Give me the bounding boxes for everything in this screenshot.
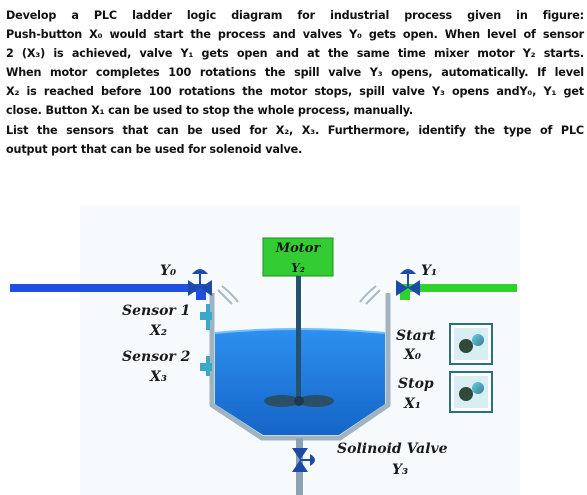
valve-y0-label: Y₀ (160, 263, 176, 279)
solenoid-valve-label: Solinoid Valve (337, 441, 448, 457)
inlet-pipe-right (410, 284, 517, 292)
question-line-5: X₂ is reached before 100 rotations the m… (6, 85, 584, 99)
start-label: Start (396, 328, 436, 344)
question-line-8: output port that can be used for solenoi… (6, 142, 303, 156)
question-text: Develop a PLC ladder logic diagram for i… (6, 6, 584, 159)
sensor-2-probe (200, 356, 212, 376)
mixer-blades (264, 395, 334, 407)
right-stream (365, 289, 381, 305)
question-line-1: Develop a PLC ladder logic diagram for i… (6, 9, 584, 22)
motor-var: Y₂ (291, 261, 305, 275)
stop-button-icon[interactable] (459, 382, 484, 401)
question-line-6: close. Button X₁ can be used to stop the… (6, 104, 413, 118)
left-stream (217, 289, 233, 305)
mixer-shaft (296, 276, 301, 400)
question-line-4: When motor completes 100 rotations the s… (6, 66, 584, 80)
stop-var: X₁ (403, 396, 421, 412)
valve-y0 (188, 269, 212, 296)
motor-label: Motor (275, 241, 322, 256)
sensor-2-label: Sensor 2 (122, 349, 191, 365)
question-line-2: Push-button X₀ would start the process a… (6, 28, 584, 42)
sensor-1-probe (200, 304, 212, 330)
valve-y1 (396, 269, 420, 296)
sensor-1-label: Sensor 1 (122, 303, 190, 319)
solenoid-valve-y3 (292, 448, 315, 472)
sensor-1-var: X₂ (149, 323, 167, 339)
start-var: X₀ (403, 347, 421, 363)
question-line-7: List the sensors that can be used for X₂… (6, 123, 584, 137)
start-button-icon[interactable] (459, 334, 484, 353)
sensor-2-var: X₃ (149, 369, 167, 385)
solenoid-valve-var: Y₃ (392, 462, 408, 478)
valve-y1-label: Y₁ (421, 263, 437, 279)
stop-label: Stop (398, 376, 434, 392)
inlet-pipe-left (10, 284, 196, 292)
question-line-3: 2 (X₃) is achieved, valve Y₁ gets open a… (6, 47, 584, 61)
